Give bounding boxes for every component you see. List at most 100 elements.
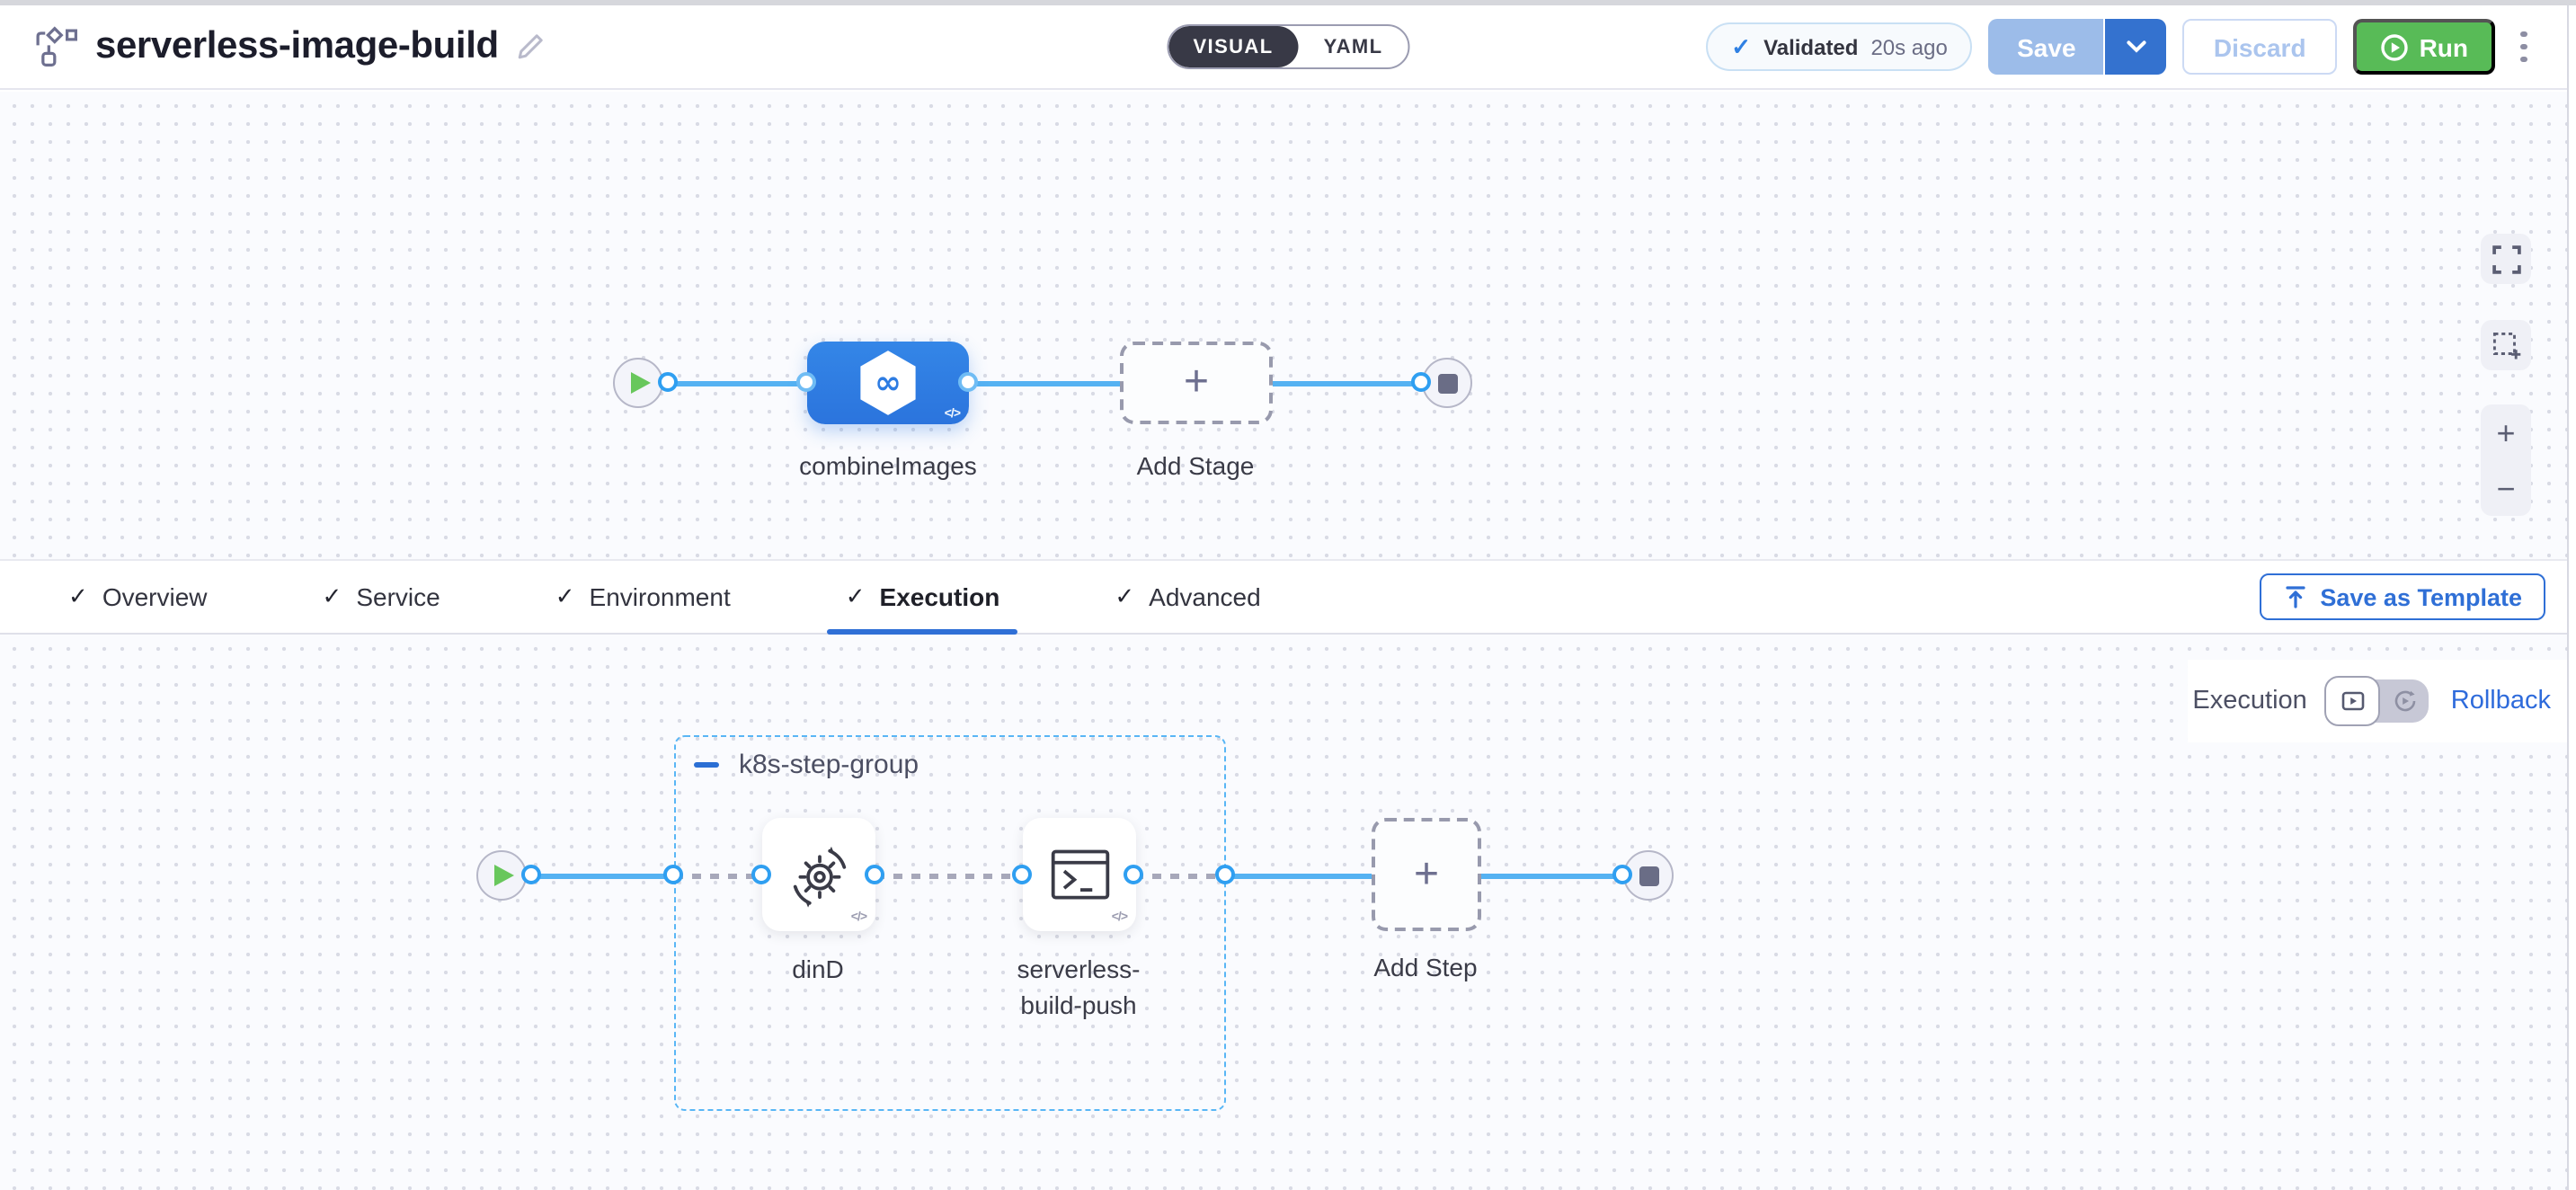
execution-mode-label: Execution xyxy=(2192,687,2307,715)
edit-title-icon[interactable] xyxy=(517,32,546,61)
stage-name-label: combineImages xyxy=(799,451,977,480)
execution-end-node[interactable] xyxy=(1623,850,1674,901)
edge-start-to-stage xyxy=(669,380,807,386)
window-top-strip xyxy=(0,0,2576,5)
upload-icon xyxy=(2285,586,2305,608)
step-node-serverless-build-push[interactable]: </> xyxy=(1023,818,1136,931)
stop-icon xyxy=(1639,866,1658,885)
canvas-controls: + − xyxy=(2481,234,2531,516)
port xyxy=(751,865,771,884)
tab-environment[interactable]: ✓ Environment xyxy=(555,582,731,611)
edge-dind-to-serverless xyxy=(875,873,1023,878)
port xyxy=(1124,865,1143,884)
execution-rollback-toggle[interactable] xyxy=(2324,676,2429,726)
collapse-group-icon[interactable] xyxy=(694,761,719,768)
run-button[interactable]: Run xyxy=(2352,19,2495,75)
more-options-button[interactable] xyxy=(2511,24,2536,70)
execution-toolbar: Execution Rollback xyxy=(2192,660,2551,742)
edge-stage-to-addstage xyxy=(969,380,1120,386)
rollback-link[interactable]: Rollback xyxy=(2450,687,2551,715)
step-node-dind[interactable]: </> xyxy=(762,818,875,931)
rollback-mode-segment[interactable] xyxy=(2383,679,2429,723)
port xyxy=(1215,865,1235,884)
visual-yaml-toggle: VISUAL YAML xyxy=(1166,24,1410,69)
toggle-visual[interactable]: VISUAL xyxy=(1168,26,1299,67)
toggle-yaml[interactable]: YAML xyxy=(1323,36,1383,58)
pipeline-icon xyxy=(31,25,77,68)
scrollbar-gutter[interactable] xyxy=(2567,5,2576,1190)
pipeline-start-node[interactable] xyxy=(613,358,663,408)
add-step-button[interactable]: + xyxy=(1372,818,1481,931)
step-name-label: serverless-build-push xyxy=(1017,955,1141,1019)
validated-time: 20s ago xyxy=(1870,34,1948,59)
save-as-template-button[interactable]: Save as Template xyxy=(2259,573,2545,620)
check-icon: ✓ xyxy=(322,582,342,609)
edge-addstep-to-end xyxy=(1481,873,1623,878)
plus-icon: + xyxy=(1413,849,1439,898)
stage-node-combineimages[interactable]: ∞ </> xyxy=(807,342,969,424)
start-play-icon xyxy=(631,372,651,394)
port xyxy=(1012,865,1032,884)
execution-mode-segment[interactable] xyxy=(2324,676,2381,726)
terminal-icon xyxy=(1050,848,1109,899)
plus-icon: + xyxy=(1183,358,1209,406)
edge-group-to-dind xyxy=(674,873,762,878)
code-icon: </> xyxy=(850,911,867,924)
save-options-button[interactable] xyxy=(2105,19,2167,75)
execution-start-node[interactable] xyxy=(476,850,527,901)
port xyxy=(865,865,884,884)
stage-tabbar: ✓ Overview ✓ Service ✓ Environment ✓ Exe… xyxy=(0,559,2576,635)
rollback-icon xyxy=(2395,690,2417,712)
edge-start-to-group xyxy=(532,873,674,878)
add-step-label: Add Step xyxy=(1373,953,1478,981)
add-stage-button[interactable]: + xyxy=(1120,342,1273,424)
step-group-name: k8s-step-group xyxy=(739,750,919,780)
step-name-label: dinD xyxy=(792,955,844,983)
chevron-down-icon xyxy=(2127,40,2146,53)
port xyxy=(521,865,541,884)
port xyxy=(1612,865,1632,884)
zoom-out-button[interactable]: − xyxy=(2496,470,2516,506)
edge-serverless-to-group xyxy=(1134,873,1226,878)
code-icon: </> xyxy=(1111,911,1128,924)
dind-gear-sync-icon xyxy=(792,845,846,907)
validated-badge[interactable]: ✓ Validated 20s ago xyxy=(1706,22,1973,71)
zoom-in-button[interactable]: + xyxy=(2496,414,2516,450)
save-split-button: Save xyxy=(1988,19,2167,75)
tab-overview[interactable]: ✓ Overview xyxy=(68,582,208,611)
validated-label: Validated xyxy=(1763,34,1859,59)
port xyxy=(658,372,678,392)
fullscreen-icon xyxy=(2492,244,2520,273)
play-box-icon xyxy=(2341,691,2365,711)
code-icon: </> xyxy=(944,408,961,421)
check-icon: ✓ xyxy=(555,582,575,609)
tab-execution[interactable]: ✓ Execution xyxy=(827,561,1018,635)
run-play-icon xyxy=(2380,33,2408,60)
stage-canvas[interactable]: ∞ </> + combineImages Add Stage xyxy=(0,92,2576,559)
discard-button[interactable]: Discard xyxy=(2182,19,2337,75)
save-button[interactable]: Save xyxy=(1988,19,2104,75)
execution-canvas[interactable]: Execution Rollback xyxy=(0,635,2576,1190)
start-play-icon xyxy=(494,865,514,886)
header-actions: ✓ Validated 20s ago Save Discard Run xyxy=(1706,19,2536,75)
multi-select-button[interactable] xyxy=(2481,320,2531,370)
stop-icon xyxy=(1437,373,1457,393)
edge-addstage-to-end xyxy=(1273,380,1422,386)
step-group-box[interactable] xyxy=(674,735,1226,1111)
step-group-header: k8s-step-group xyxy=(694,750,919,780)
tab-service[interactable]: ✓ Service xyxy=(322,582,440,611)
ci-hexagon-icon: ∞ xyxy=(860,351,916,415)
check-icon: ✓ xyxy=(845,582,866,609)
port xyxy=(1411,372,1431,392)
add-stage-label: Add Stage xyxy=(1136,451,1255,480)
tab-advanced[interactable]: ✓ Advanced xyxy=(1115,582,1261,611)
zoom-controls: + − xyxy=(2481,404,2531,516)
fit-to-screen-button[interactable] xyxy=(2481,234,2531,284)
selection-box-icon xyxy=(2492,331,2520,359)
pipeline-title-group: serverless-image-build xyxy=(31,5,546,88)
check-icon: ✓ xyxy=(68,582,88,609)
validated-check-icon: ✓ xyxy=(1731,32,1752,59)
port xyxy=(796,372,816,392)
pipeline-header: serverless-image-build VISUAL YAML ✓ Val… xyxy=(0,5,2576,90)
